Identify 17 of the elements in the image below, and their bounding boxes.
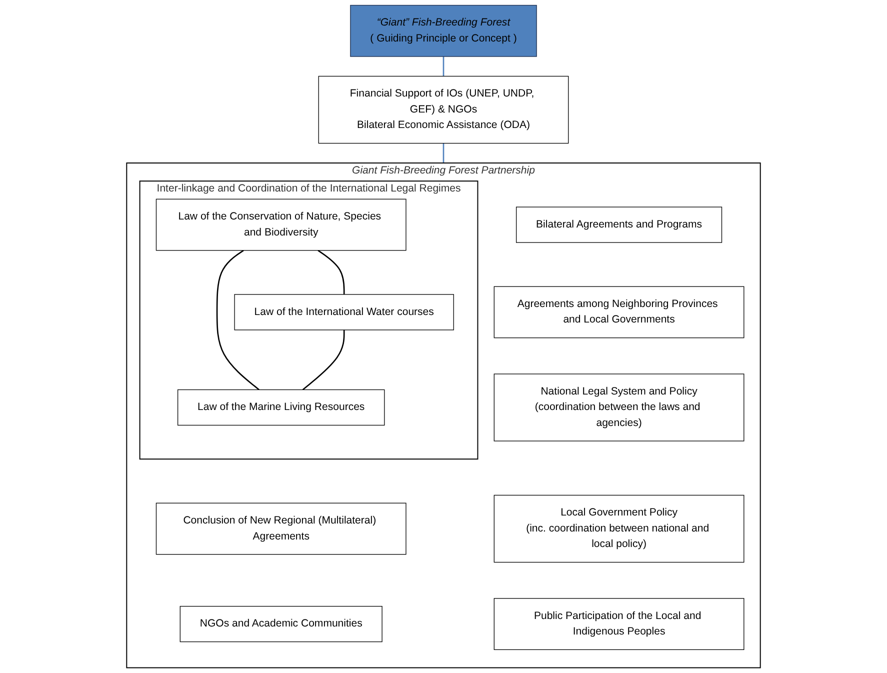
node-box: “Giant” Fish-Breeding Forest ( Guiding Principle or Concept ) [350, 4, 537, 57]
node-box: Public Participation of the Local and Indigenous Peoples [494, 598, 744, 650]
node-box: Financial Support of IOs (UNEP, UNDP, GEF) & NGOs Bilateral Economic Assistance (ODA) [318, 76, 569, 144]
node-box: Agreements among Neighboring Provinces and Local Governments [494, 286, 744, 338]
node-box: Law of the Conservation of Nature, Species and Biodiversity [156, 198, 406, 251]
connector [442, 143, 444, 163]
connector [216, 250, 260, 390]
node-box: Conclusion of New Regional (Multilateral) Agreements [156, 502, 406, 555]
node-box: Local Government Policy (inc. coordination between national and local policy) [494, 494, 744, 563]
node-box: Bilateral Agreements and Programs [516, 206, 722, 243]
node-box: National Legal System and Policy (coordination between the laws and agencies) [494, 374, 744, 442]
connector [302, 330, 345, 390]
node-box: NGOs and Academic Communities [180, 606, 382, 642]
connector [318, 250, 345, 294]
node-box: Law of the Marine Living Resources [177, 389, 385, 426]
node-box: Law of the International Water courses [234, 294, 454, 330]
connector [442, 56, 444, 76]
